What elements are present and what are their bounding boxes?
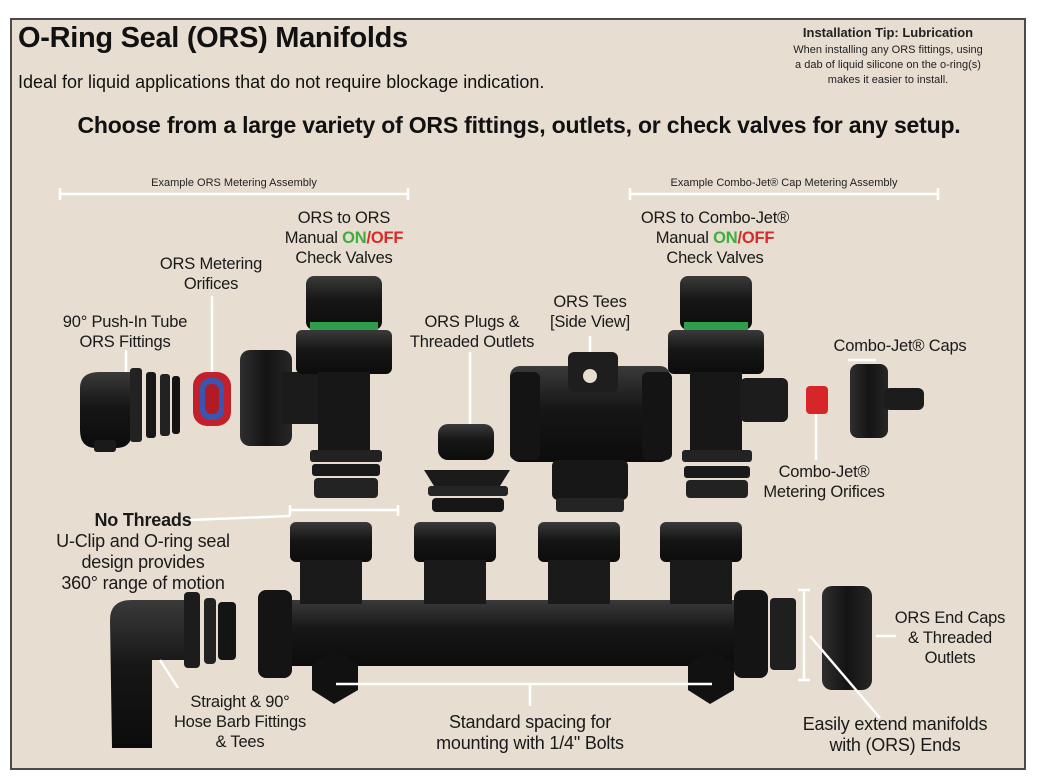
label-plugs: ORS Plugs & Threaded Outlets — [392, 312, 552, 352]
bracket-right — [628, 188, 940, 200]
label-end-caps: ORS End Caps & Threaded Outlets — [880, 608, 1020, 668]
orifices-line-2: Orifices — [183, 275, 239, 293]
hose-line-1: Straight & 90° — [190, 693, 290, 711]
tip-line-3: makes it easier to install. — [827, 74, 949, 86]
ors-end-cap — [822, 586, 872, 690]
label-hose-barb: Straight & 90° Hose Barb Fittings & Tees — [160, 692, 320, 752]
label-push-in-fittings: 90° Push-In Tube ORS Fittings — [40, 312, 210, 352]
check-cj-on: ON — [713, 229, 738, 247]
spacing-line-2: mounting with 1/4" Bolts — [436, 733, 624, 753]
label-combo-jet-orifices: Combo-Jet® Metering Orifices — [744, 462, 904, 502]
cj-orifices-line-2: Metering Orifices — [763, 483, 885, 501]
label-extend-manifolds: Easily extend manifolds with (ORS) Ends — [770, 714, 1020, 756]
hose-line-2: Hose Barb Fittings — [173, 713, 307, 731]
push-in-line-1: 90° Push-In Tube — [62, 313, 188, 331]
hose-line-3: & Tees — [215, 733, 265, 751]
orifices-line-1: ORS Metering — [159, 255, 263, 273]
combo-jet-orifice — [806, 386, 828, 414]
extend-line-1: Easily extend manifolds — [802, 714, 988, 734]
manifold-body — [258, 522, 796, 704]
check-ors-on: ON — [342, 229, 367, 247]
check-cj-manual: Manual — [655, 229, 714, 247]
check-ors-slash: / — [366, 229, 371, 247]
plugs-line-1: ORS Plugs & — [424, 313, 520, 331]
combo-jet-cap — [850, 364, 924, 438]
ors-metering-orifice — [193, 372, 231, 426]
check-ors-manual: Manual — [284, 229, 343, 247]
check-ors-line-3: Check Valves — [295, 249, 393, 267]
tip-title: Installation Tip: Lubrication — [802, 25, 974, 40]
spacing-line-1: Standard spacing for — [448, 712, 612, 732]
label-tees: ORS Tees [Side View] — [530, 292, 650, 332]
check-cj-slash: / — [737, 229, 742, 247]
no-threads: No Threads — [94, 510, 192, 530]
uclip-line-1: U-Clip and O-ring seal — [56, 531, 230, 551]
hose-barb-elbow — [110, 592, 236, 748]
label-combo-jet-check-valves: ORS to Combo-Jet® Manual ON/OFF Check Va… — [620, 208, 810, 268]
tip-line-1: When installing any ORS fittings, using — [793, 44, 983, 56]
check-ors-off: OFF — [370, 229, 404, 247]
check-ors-line-1: ORS to ORS — [297, 209, 391, 227]
end-caps-line-3: Outlets — [924, 649, 976, 667]
label-standard-spacing: Standard spacing for mounting with 1/4" … — [390, 712, 670, 754]
check-cj-line-3: Check Valves — [666, 249, 764, 267]
check-cj-off: OFF — [741, 229, 775, 247]
ors-plug — [424, 424, 510, 512]
subtitle: Ideal for liquid applications that do no… — [18, 72, 545, 92]
check-cj-line-1: ORS to Combo-Jet® — [640, 209, 790, 227]
ors-check-valve — [240, 276, 392, 498]
uclip-line-3: 360° range of motion — [61, 573, 225, 593]
label-combo-jet-caps: Combo-Jet® Caps — [833, 337, 967, 355]
cj-orifices-line-1: Combo-Jet® — [778, 463, 870, 481]
tees-line-1: ORS Tees — [553, 293, 627, 311]
tees-line-2: [Side View] — [549, 313, 631, 331]
ors-tee — [510, 352, 672, 512]
end-caps-line-2: & Threaded — [908, 629, 992, 647]
bracket-left — [58, 188, 410, 200]
push-in-line-2: ORS Fittings — [79, 333, 171, 351]
plugs-line-2: Threaded Outlets — [409, 333, 535, 351]
headline: Choose from a large variety of ORS fitti… — [77, 112, 961, 138]
leader-lines — [124, 296, 896, 719]
uclip-line-2: design provides — [81, 552, 205, 572]
extend-line-2: with (ORS) Ends — [829, 735, 961, 755]
label-metering-orifices: ORS Metering Orifices — [136, 254, 286, 294]
page-title: O-Ring Seal (ORS) Manifolds — [18, 22, 408, 54]
label-ors-check-valves: ORS to ORS Manual ON/OFF Check Valves — [264, 208, 424, 268]
check-ors-line-2: Manual ON/OFF — [264, 228, 424, 248]
bracket-label-left: Example ORS Metering Assembly — [151, 177, 317, 189]
check-cj-line-2: Manual ON/OFF — [620, 228, 810, 248]
combo-jet-check-valve — [668, 276, 788, 498]
label-u-clip: No Threads U-Clip and O-ring seal design… — [28, 510, 258, 594]
bracket-label-right: Example Combo-Jet® Cap Metering Assembly — [670, 177, 898, 189]
tip-line-2: a dab of liquid silicone on the o-ring(s… — [795, 59, 981, 71]
end-caps-line-1: ORS End Caps — [894, 609, 1006, 627]
push-in-elbow-fitting — [80, 368, 180, 452]
